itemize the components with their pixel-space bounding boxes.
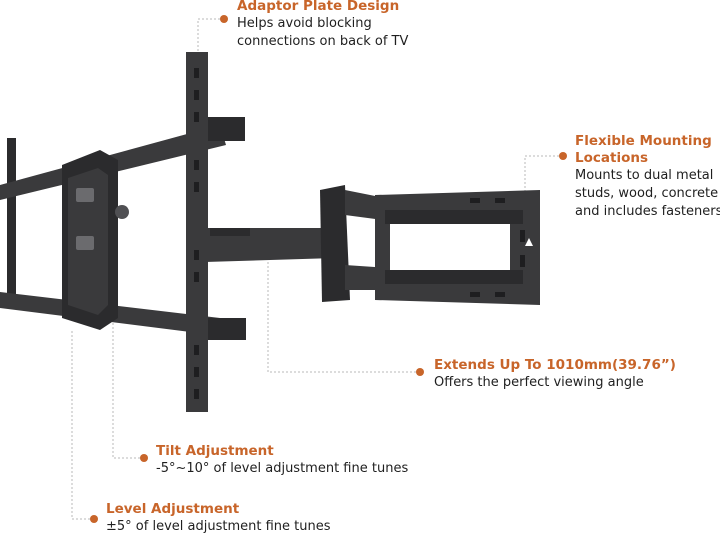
callout-adaptor-plate: Adaptor Plate Design Helps avoid blockin… — [237, 0, 408, 51]
callout-extends: Extends Up To 1010mm(39.76”) Offers the … — [434, 357, 676, 392]
dot-flexible — [559, 152, 567, 160]
callout-title: Extends Up To 1010mm(39.76”) — [434, 357, 676, 373]
callout-title: Tilt Adjustment — [156, 443, 274, 459]
callout-title: Adaptor Plate Design — [237, 0, 400, 14]
extension-arm-joint — [210, 228, 250, 236]
wall-plate-upper-bar — [385, 210, 523, 224]
leader-level — [71, 330, 94, 520]
leader-extends — [267, 262, 420, 373]
extension-arm — [205, 228, 335, 262]
callout-dots — [90, 15, 567, 523]
callout-flexible-mounting: Flexible Mounting Locations Mounts to du… — [575, 133, 720, 221]
dot-tilt — [140, 454, 148, 462]
wall-plate-lower-bar — [385, 270, 523, 284]
dot-adaptor — [220, 15, 228, 23]
callout-desc-line: connections on back of TV — [237, 34, 409, 49]
adaptor-plate-bar — [186, 52, 208, 412]
callout-tilt-adjustment: Tilt Adjustment -5°~10° of level adjustm… — [156, 443, 408, 478]
lower-rail-clamp — [206, 318, 246, 340]
callout-desc-line: Mounts to dual metal — [575, 168, 714, 183]
adaptor-holes — [194, 68, 199, 399]
dot-level — [90, 515, 98, 523]
dot-extends — [416, 368, 424, 376]
callout-desc-line: Helps avoid blocking — [237, 16, 372, 31]
callout-desc: ±5° of level adjustment fine tunes — [106, 519, 331, 534]
callout-desc: -5°~10° of level adjustment fine tunes — [156, 461, 409, 476]
left-rail — [7, 138, 16, 303]
tilt-bracket-cutout-top — [76, 188, 94, 202]
arm-elbow — [320, 185, 350, 302]
leader-adaptor — [197, 18, 224, 60]
leader-tilt — [112, 300, 144, 459]
tilt-bracket-cutout-bottom — [76, 236, 94, 250]
callout-title-line: Locations — [575, 150, 648, 166]
callout-desc-line: studs, wood, concrete — [575, 186, 719, 201]
callout-desc-line: and includes fasteners — [575, 204, 720, 219]
wall-plate-opening — [390, 218, 510, 278]
callout-title: Level Adjustment — [106, 501, 240, 517]
callout-desc: Offers the perfect viewing angle — [434, 375, 644, 390]
leader-flexible — [524, 155, 563, 195]
leader-lines — [71, 18, 563, 520]
wall-plate-holes — [470, 198, 525, 297]
up-arrow-icon — [525, 238, 533, 246]
upper-rail-clamp — [205, 117, 245, 141]
tilt-knob — [115, 205, 129, 219]
callout-title-line: Flexible Mounting — [575, 133, 712, 149]
callout-level-adjustment: Level Adjustment ±5° of level adjustment… — [106, 501, 330, 536]
